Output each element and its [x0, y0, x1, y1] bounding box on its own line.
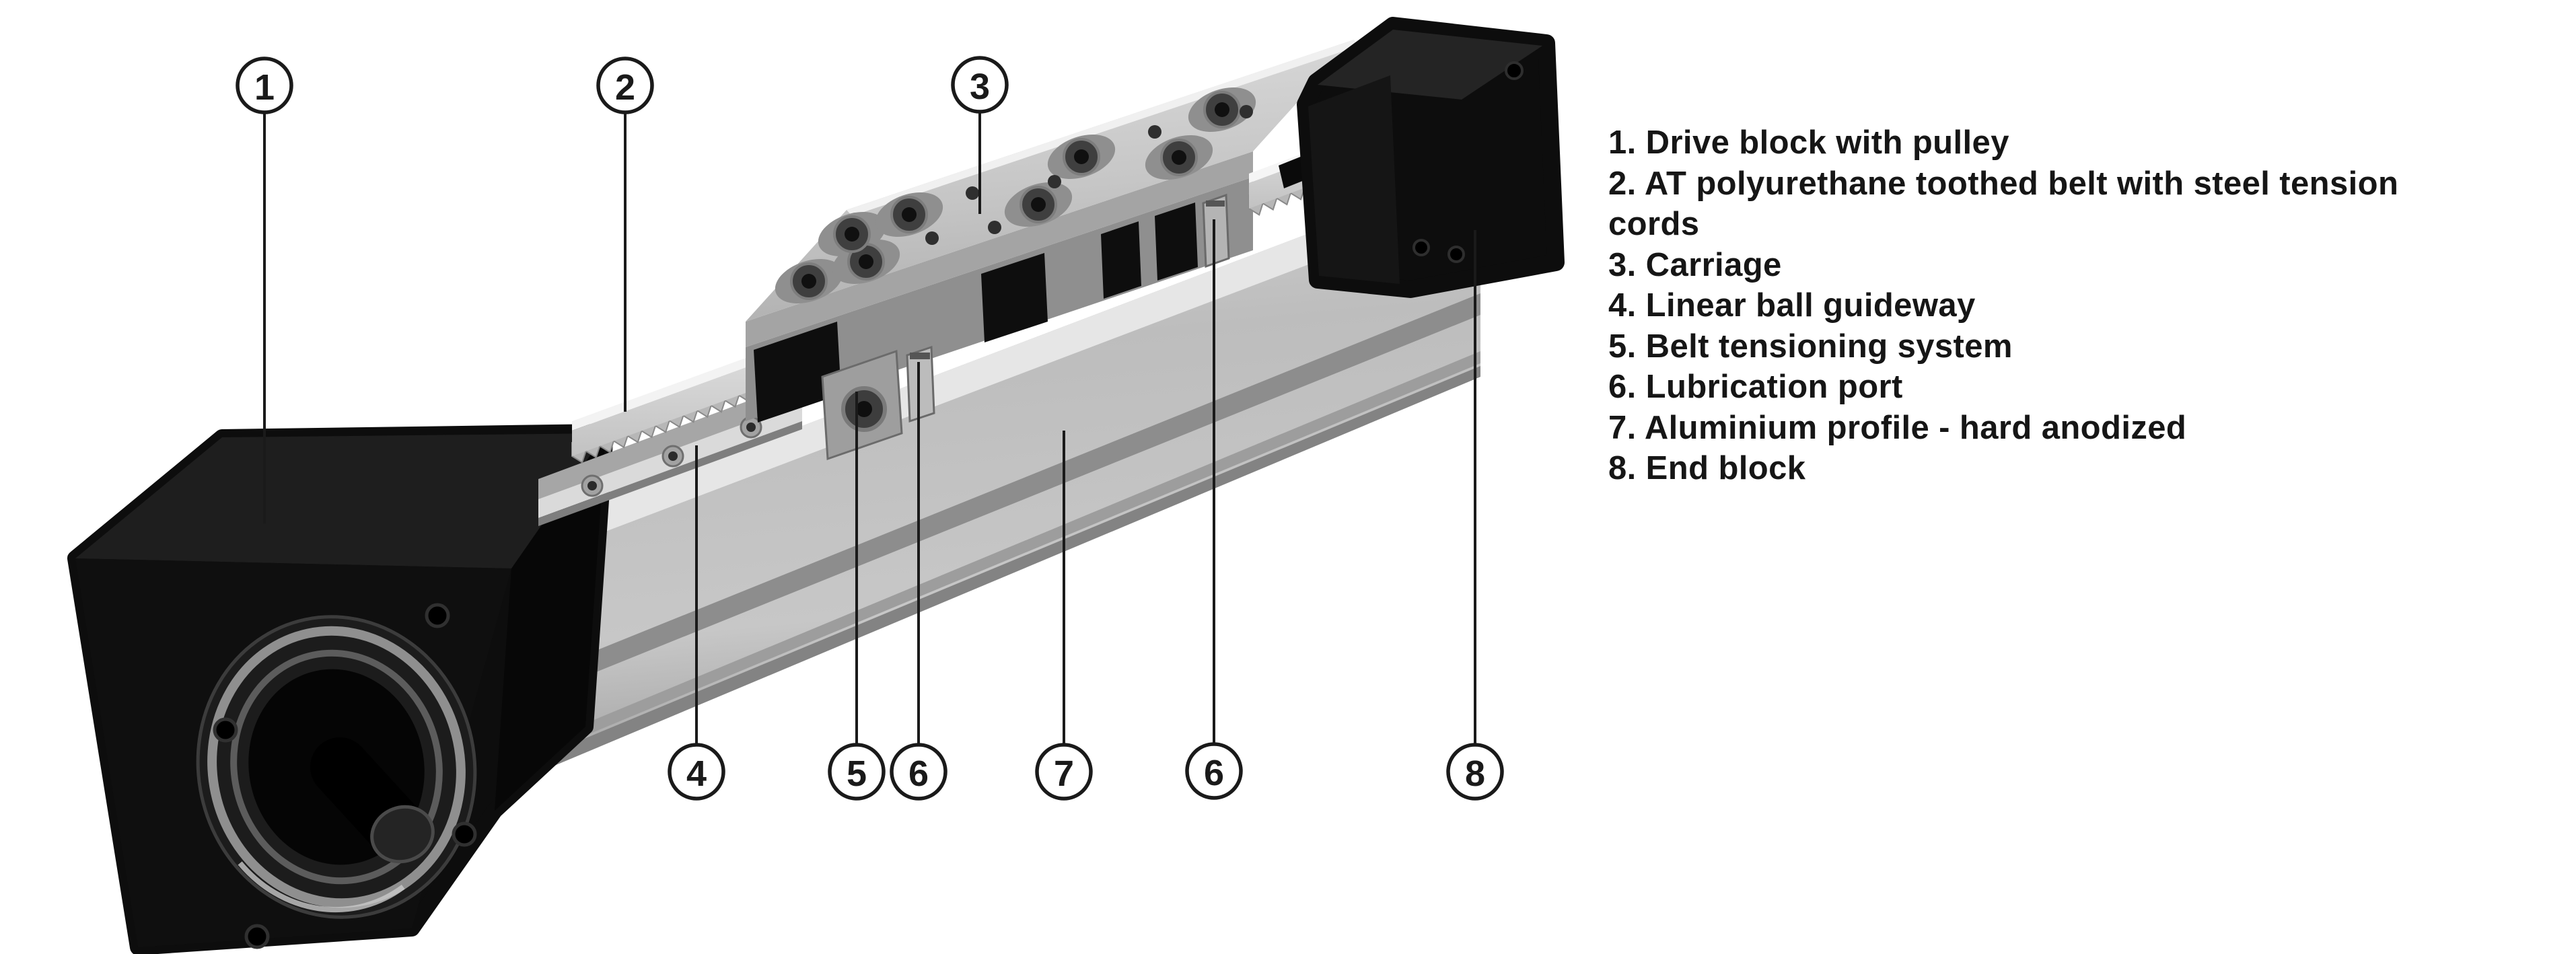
profile-top-face-wedge — [538, 381, 802, 501]
callout-balloon-carriage — [951, 56, 1009, 114]
rail-screw — [581, 416, 762, 497]
callout-number-aluminium-profile: 7 — [1054, 754, 1074, 794]
callout-balloon-aluminium-profile — [1035, 743, 1093, 801]
profile-side-face — [471, 168, 1480, 801]
legend-line-4: 3. Carriage — [1608, 246, 1782, 283]
callout-balloon-end-block — [1446, 743, 1504, 801]
callout-number-drive-block: 1 — [254, 67, 275, 108]
legend-line-2: 2. AT polyurethane toothed belt with ste… — [1608, 165, 2399, 202]
callout-balloon-belt-tensioner — [828, 743, 886, 801]
lubrication-port-near — [906, 345, 935, 423]
callout-balloon-toothed-belt — [596, 57, 654, 114]
callout-number-lubrication-port-near: 6 — [908, 754, 929, 794]
lubrication-port-far — [1202, 193, 1230, 268]
linear-guideway — [538, 381, 802, 526]
callout-layer: 1 2 3 4 5 6 7 6 8 — [236, 56, 1504, 801]
legend-line-6: 5. Belt tensioning system — [1608, 328, 2013, 365]
legend-line-1: 1. Drive block with pulley — [1608, 124, 2009, 161]
legend-line-7: 6. Lubrication port — [1608, 369, 1903, 405]
drive-block-top-face — [75, 433, 606, 568]
callout-number-end-block: 8 — [1465, 754, 1485, 794]
profile-slot-groove-lower — [471, 351, 1480, 783]
profile-top-highlight — [471, 168, 1480, 583]
callout-number-belt-tensioner: 5 — [847, 754, 867, 794]
drive-block — [67, 424, 614, 954]
callout-balloon-lubrication-port-far — [1185, 742, 1243, 800]
drive-shaft — [310, 737, 435, 864]
legend-line-3: cords — [1608, 206, 1700, 242]
legend-line-8: 7. Aluminium profile - hard anodized — [1608, 409, 2187, 446]
carriage-screws — [775, 87, 1256, 304]
parts-legend: 1. Drive block with pulley 2. AT polyuret… — [1608, 122, 2550, 489]
callout-number-carriage: 3 — [970, 67, 990, 107]
guideway-rail-shadow — [538, 421, 802, 526]
carriage — [746, 40, 1359, 461]
callout-balloon-drive-block — [236, 57, 293, 114]
profile-bottom-shadow-edge — [471, 366, 1480, 801]
belt-tensioner — [821, 349, 903, 461]
end-block-left-face — [1308, 75, 1400, 284]
profile-slot-groove-upper — [471, 293, 1480, 723]
callout-balloon-linear-guideway — [668, 743, 725, 801]
drive-block-screw-holes — [213, 603, 477, 949]
callout-number-lubrication-port-far: 6 — [1204, 753, 1224, 793]
callout-balloon-lubrication-port-near — [890, 743, 947, 801]
legend-line-9: 8. End block — [1608, 450, 1806, 486]
callout-number-linear-guideway: 4 — [686, 754, 707, 794]
drive-block-right-face — [495, 433, 606, 811]
legend-line-5: 4. Linear ball guideway — [1608, 287, 1976, 324]
carriage-far-edge-highlight — [847, 40, 1359, 216]
carriage-front-edge — [746, 151, 1253, 347]
carriage-small-holes — [925, 105, 1253, 245]
end-block — [1297, 17, 1565, 298]
carriage-wiper-blocks — [754, 203, 1198, 423]
callout-number-toothed-belt: 2 — [615, 67, 635, 108]
end-block-screw-holes — [1412, 61, 1524, 263]
